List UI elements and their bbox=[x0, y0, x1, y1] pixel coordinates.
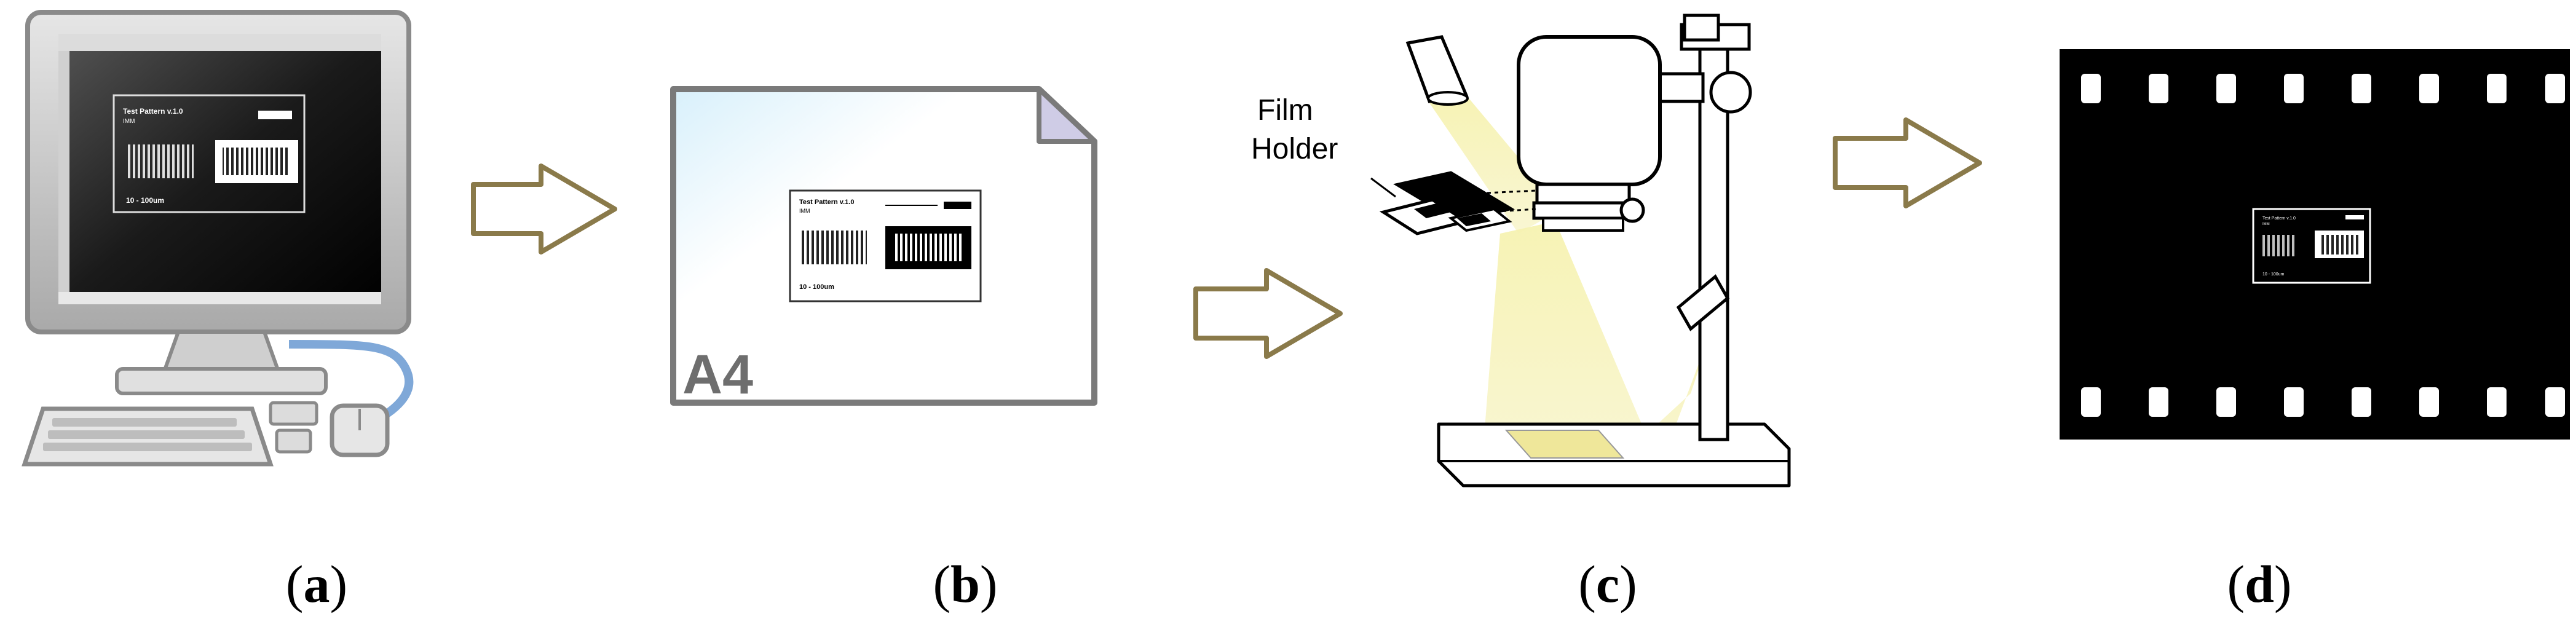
sprocket-hole bbox=[2081, 387, 2101, 417]
sprocket-hole bbox=[2284, 387, 2304, 417]
panel-d-film-strip: Test Pattern v.1.0 IMM 10 - 100um bbox=[2060, 49, 2570, 440]
film-holder-label-line1: Film bbox=[1257, 94, 1313, 127]
enlarger-icon bbox=[1517, 35, 1662, 186]
caption-a: (a) bbox=[285, 554, 348, 613]
sprocket-hole bbox=[2545, 74, 2565, 103]
sprocket-hole bbox=[2487, 74, 2507, 103]
screen-pattern-range: 10 - 100um bbox=[126, 196, 164, 205]
film-pattern-title: Test Pattern v.1.0 bbox=[2262, 216, 2296, 221]
screen-pattern-title: Test Pattern v.1.0 bbox=[123, 107, 183, 116]
sprocket-hole bbox=[2149, 387, 2168, 417]
caption-d: (d) bbox=[2227, 554, 2292, 613]
sprocket-hole bbox=[2545, 387, 2565, 417]
sprocket-hole bbox=[2419, 74, 2439, 103]
sprocket-hole bbox=[2352, 387, 2371, 417]
light-cone-upper bbox=[1426, 95, 1562, 234]
film-holder bbox=[1379, 171, 1515, 235]
sprocket-hole bbox=[2487, 387, 2507, 417]
sprocket-hole bbox=[2216, 74, 2236, 103]
sprocket-hole bbox=[2216, 387, 2236, 417]
caption-c: (c) bbox=[1578, 554, 1637, 613]
arrow-right-icon bbox=[1833, 117, 1982, 208]
caption-b: (b) bbox=[933, 554, 998, 613]
light-cone-lower bbox=[1482, 221, 1660, 467]
paper-pattern-org: IMM bbox=[799, 208, 810, 214]
panel-c-enlarger: Film Holder bbox=[1251, 14, 1791, 487]
lamp-icon bbox=[1676, 274, 1730, 331]
film-pattern-org: IMM bbox=[2262, 223, 2270, 226]
film-pattern-range: 10 - 100um bbox=[2262, 272, 2285, 277]
paper-pattern-range: 10 - 100um bbox=[799, 283, 834, 291]
panel-a-computer: Test Pattern v.1.0 IMM 10 - 100um bbox=[22, 10, 414, 467]
sprocket-hole bbox=[2419, 387, 2439, 417]
film-sprocket-holes bbox=[2081, 74, 2565, 417]
screen-pattern-frame bbox=[113, 94, 306, 213]
paper-pattern-title: Test Pattern v.1.0 bbox=[799, 199, 854, 206]
sprocket-hole bbox=[2284, 74, 2304, 103]
paper-fold bbox=[1037, 87, 1097, 144]
screen-pattern-org: IMM bbox=[123, 118, 135, 125]
panel-b-paper: A4 Test Pattern v.1.0 IMM 10 - 100um bbox=[670, 86, 1097, 406]
arrow-right-icon bbox=[471, 164, 617, 254]
film-holder-label-line2: Holder bbox=[1251, 133, 1338, 165]
sprocket-hole bbox=[2149, 74, 2168, 103]
arrow-right-icon bbox=[1193, 268, 1343, 359]
sprocket-hole bbox=[2352, 74, 2371, 103]
label-leader-line bbox=[1370, 177, 1396, 198]
sprocket-hole bbox=[2081, 74, 2101, 103]
cable bbox=[288, 340, 414, 428]
paper-size-label: A4 bbox=[682, 344, 753, 406]
